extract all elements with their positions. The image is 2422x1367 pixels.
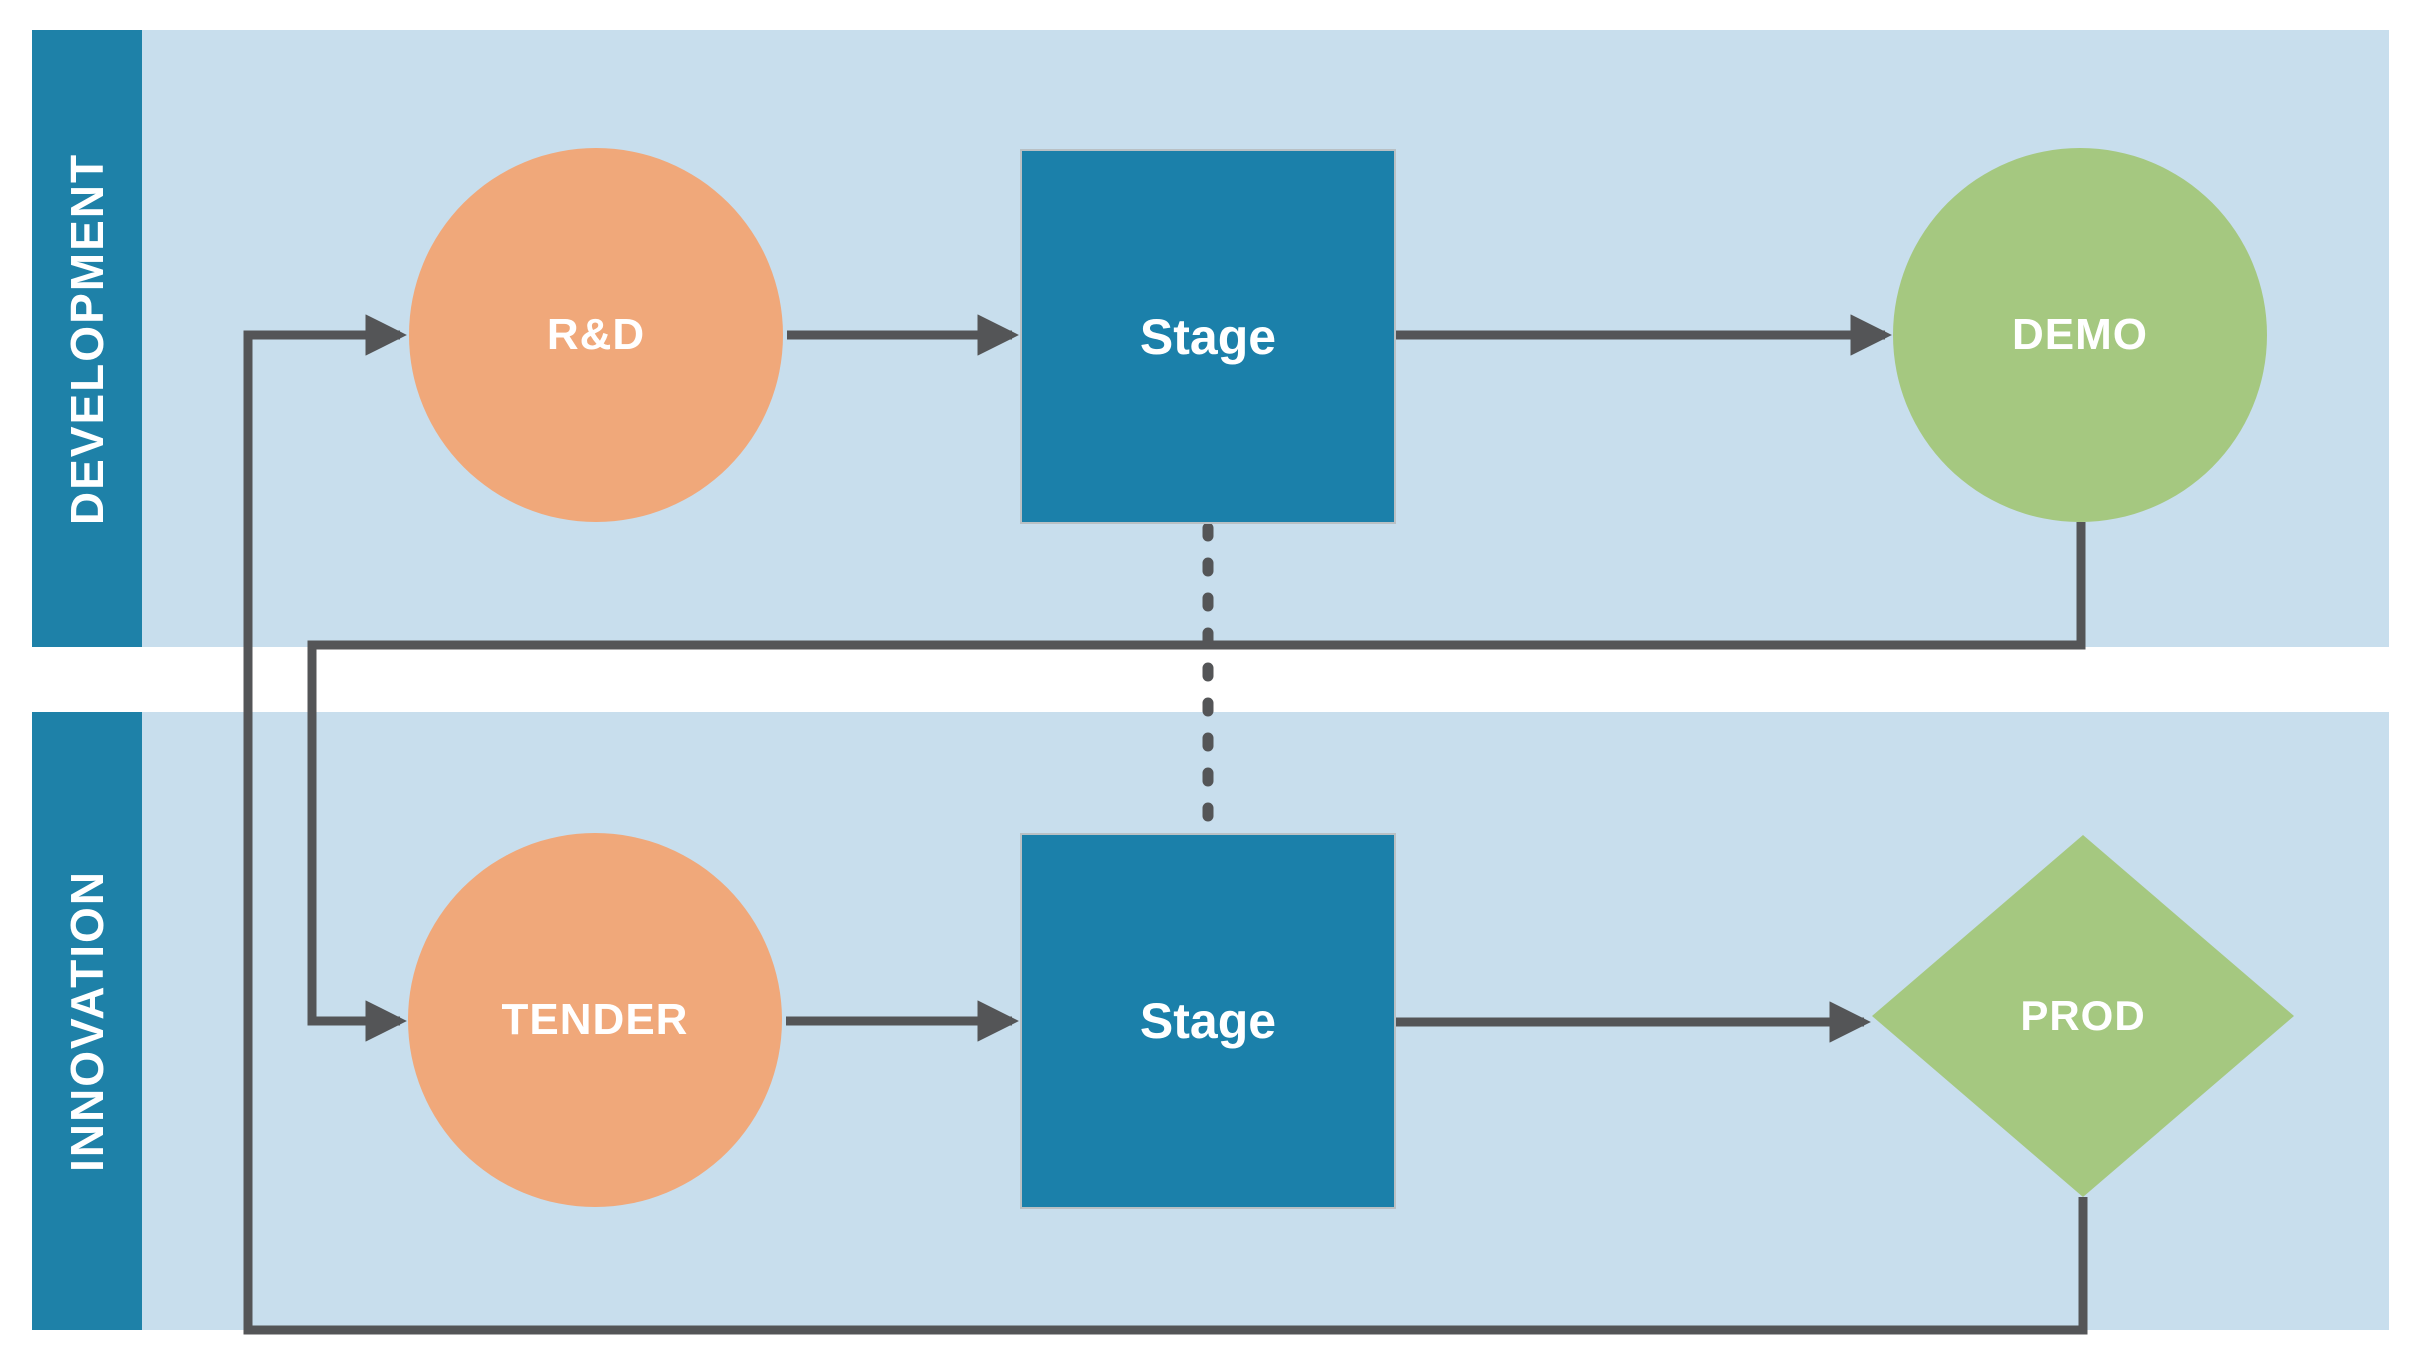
node-label: Stage [1139, 308, 1277, 365]
node-label: Stage [1139, 993, 1277, 1049]
edge-demo-to-tender [307, 522, 2086, 1042]
edge-prod-feedback-to-rnd [243, 314, 2088, 1335]
node-demo[interactable]: DEMO [1893, 148, 2267, 522]
node-label: TENDER [501, 995, 689, 1044]
node-label: PROD [2020, 992, 2146, 1039]
node-tender[interactable]: TENDER [408, 833, 782, 1207]
node-stage-development[interactable]: Stage [1020, 149, 1396, 524]
node-label: R&D [546, 310, 646, 359]
node-label: DEMO [2012, 310, 2148, 359]
lane-header-bar-development: DEVELOPMENT [32, 30, 142, 647]
lane-header-bar-innovation: INNOVATION [32, 712, 142, 1330]
node-stage-innovation[interactable]: Stage [1020, 833, 1396, 1209]
node-rnd[interactable]: R&D [409, 148, 783, 522]
